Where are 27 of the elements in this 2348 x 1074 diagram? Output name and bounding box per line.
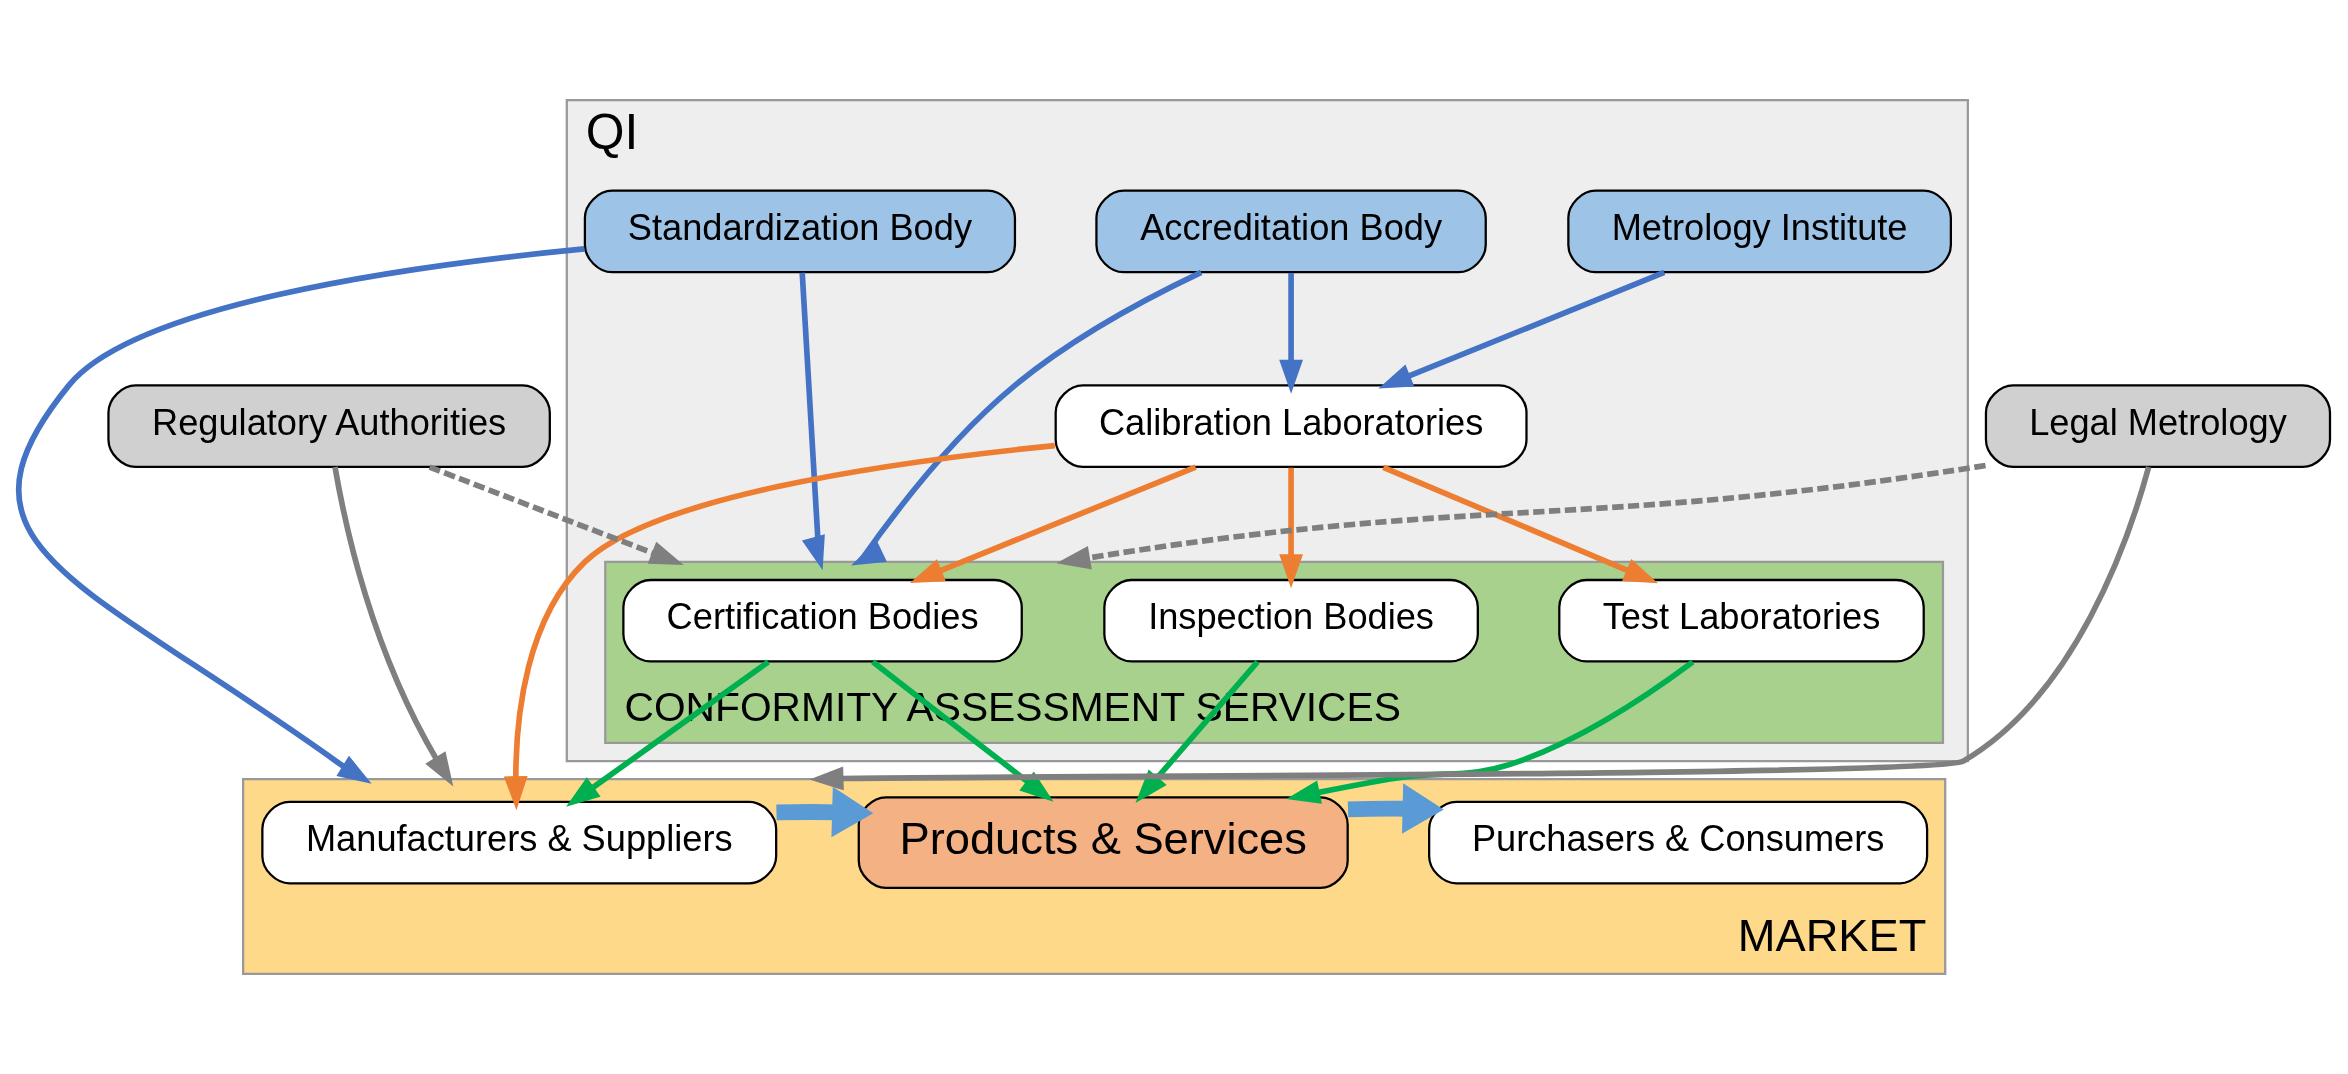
node-box: Calibration Laboratories	[1054, 384, 1528, 468]
arrow	[332, 466, 454, 787]
arrow	[909, 464, 1197, 584]
arrow	[851, 269, 1203, 566]
node-box: Test Laboratories	[1558, 578, 1925, 663]
arrow	[799, 272, 825, 571]
arrow	[809, 466, 2152, 791]
arrow	[1378, 269, 1666, 389]
arrow	[1286, 659, 1695, 804]
arrow	[1347, 783, 1444, 834]
arrow	[16, 246, 585, 784]
arrow	[1279, 273, 1303, 394]
node-box: Metrology Institute	[1567, 189, 1952, 274]
arrow	[1056, 462, 1986, 570]
arrow	[1279, 467, 1303, 589]
node-box: Regulatory Authorities	[107, 384, 551, 468]
node-box: Certification Bodies	[622, 578, 1023, 663]
arrow	[428, 464, 684, 565]
node-box: Manufacturers & Suppliers	[261, 800, 778, 885]
node-box: Accreditation Body	[1095, 189, 1487, 274]
node-box: Inspection Bodies	[1103, 578, 1479, 663]
arrow	[566, 659, 770, 807]
node-box: Legal Metrology	[1984, 384, 2332, 468]
node-box: Purchasers & Consumers	[1428, 800, 1929, 885]
arrow	[776, 786, 874, 838]
node-box: Products & Services	[857, 796, 1349, 889]
node-box: Standardization Body	[583, 189, 1017, 274]
